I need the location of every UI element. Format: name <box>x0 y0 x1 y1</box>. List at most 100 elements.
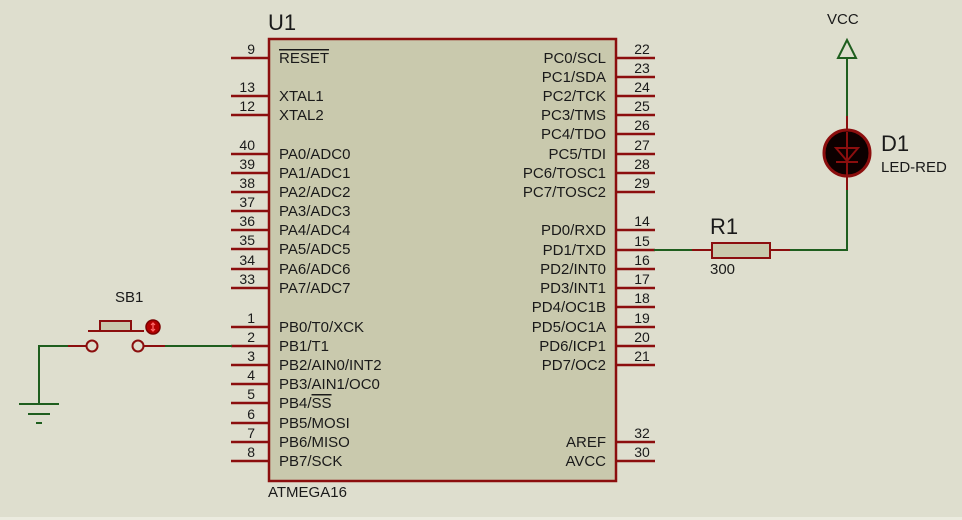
r1-resistor[interactable]: R1 300 <box>692 214 790 278</box>
pin-number: 38 <box>239 175 255 191</box>
pin-number: 32 <box>634 425 650 441</box>
pin-label: PB4/SS <box>279 395 332 412</box>
pin-number: 23 <box>634 60 650 76</box>
pin-label: PC5/TDI <box>548 146 606 163</box>
pin-number: 19 <box>634 310 650 326</box>
pin-label: PD2/INT0 <box>540 261 606 278</box>
pin-number: 6 <box>247 406 255 422</box>
pin-label: PD7/OC2 <box>542 357 606 374</box>
canvas-bottom-edge <box>0 517 962 520</box>
pin-number: 27 <box>634 137 650 153</box>
pin-number: 9 <box>247 41 255 57</box>
wire-r1-d1[interactable] <box>790 190 848 251</box>
pin-label: PA3/ADC3 <box>279 203 350 220</box>
sb1-actuator-cap[interactable] <box>99 320 132 332</box>
pin-label: AREF <box>566 434 606 451</box>
u1-body[interactable] <box>267 37 618 483</box>
pin-label: PA2/ADC2 <box>279 184 350 201</box>
pin-label: RESET <box>279 50 329 67</box>
pin-number: 15 <box>634 233 650 249</box>
sb1-contact-right <box>131 339 145 353</box>
d1-ref-label: D1 <box>881 131 909 156</box>
r1-value-label: 300 <box>710 261 735 278</box>
d1-value-label: LED-RED <box>881 159 947 176</box>
pin-number: 37 <box>239 194 255 210</box>
u1-part-label: ATMEGA16 <box>268 484 347 501</box>
wire-sb1-gnd[interactable] <box>38 345 90 404</box>
pin-number: 8 <box>247 444 255 460</box>
pin-label: PC1/SDA <box>542 69 606 86</box>
r1-body[interactable] <box>711 242 771 259</box>
pin-number: 1 <box>247 310 255 326</box>
pin-label: PC4/TDO <box>541 126 606 143</box>
pin-number: 2 <box>247 329 255 345</box>
vcc-arrow-icon <box>836 37 858 59</box>
pin-label: PD3/INT1 <box>540 280 606 297</box>
pin-label: PA1/ADC1 <box>279 165 350 182</box>
pin-number: 20 <box>634 329 650 345</box>
pin-number: 12 <box>239 98 255 114</box>
u1-atmega16[interactable]: U1 ATMEGA16 9RESET13XTAL112XTAL240PA0/AD… <box>231 10 655 501</box>
pin-number: 3 <box>247 348 255 364</box>
pin-label: PC6/TOSC1 <box>523 165 606 182</box>
pin-label: PB7/SCK <box>279 453 342 470</box>
sb1-pushbutton[interactable]: SB1 <box>68 289 165 353</box>
pin-label: PA4/ADC4 <box>279 222 350 239</box>
sb1-toggle-icon[interactable] <box>145 319 161 335</box>
pin-number: 7 <box>247 425 255 441</box>
pin-number: 28 <box>634 156 650 172</box>
pin-label: PB0/T0/XCK <box>279 319 364 336</box>
pin-label: PC3/TMS <box>541 107 606 124</box>
pin-label: PA0/ADC0 <box>279 146 350 163</box>
pin-number: 16 <box>634 252 650 268</box>
pin-label: PA6/ADC6 <box>279 261 350 278</box>
pin-number: 36 <box>239 213 255 229</box>
r1-ref-label: R1 <box>710 214 738 239</box>
vcc-terminal[interactable]: VCC <box>827 11 859 116</box>
pin-number: 26 <box>634 117 650 133</box>
pin-label: PB5/MOSI <box>279 415 350 432</box>
pin-label: PD5/OC1A <box>532 319 606 336</box>
pin-label: XTAL1 <box>279 88 324 105</box>
sb1-contact-left <box>85 339 99 353</box>
d1-led[interactable]: D1 LED-RED <box>822 116 947 190</box>
toggle-arrow-down-icon <box>150 328 156 332</box>
